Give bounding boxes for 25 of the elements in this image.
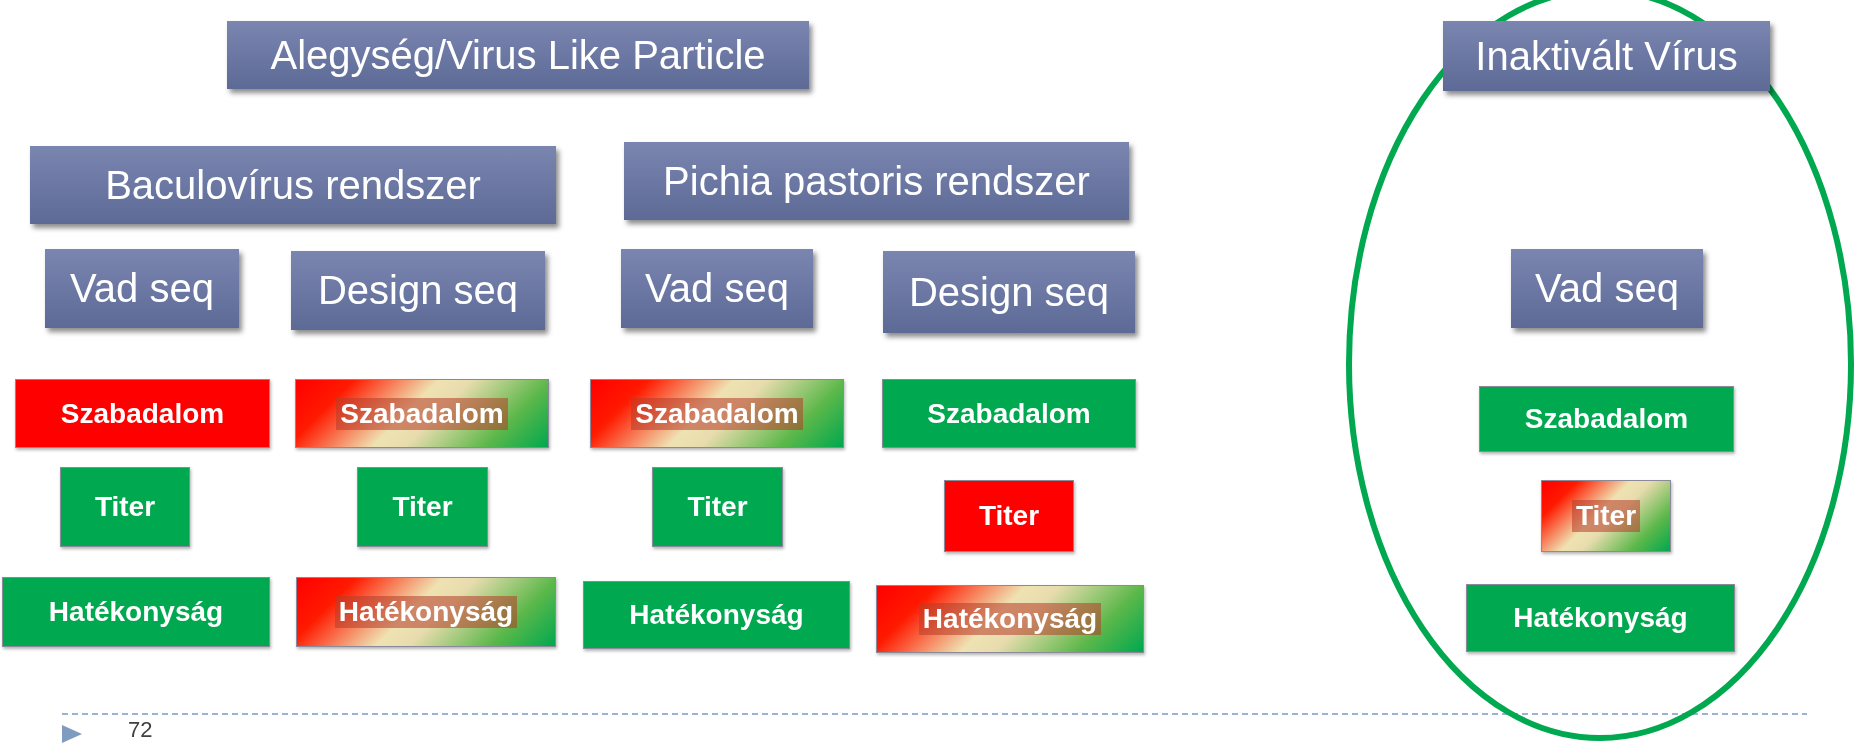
- status-box: Titer: [1541, 480, 1671, 552]
- status-box: Hatékonyság: [296, 577, 556, 647]
- status-box: Titer: [60, 467, 190, 547]
- status-box: Titer: [357, 467, 488, 547]
- status-box: Hatékonyság: [876, 585, 1144, 653]
- title-box: Vad seq: [45, 249, 239, 328]
- title-box: Alegység/Virus Like Particle: [227, 21, 809, 89]
- title-box: Inaktivált Vírus: [1443, 21, 1770, 91]
- status-box: Szabadalom: [590, 379, 844, 448]
- page-number: 72: [128, 718, 153, 742]
- status-box: Titer: [944, 480, 1074, 552]
- status-box: Szabadalom: [1479, 386, 1734, 452]
- status-box: Szabadalom: [882, 379, 1136, 448]
- title-box: Vad seq: [621, 249, 813, 328]
- status-box: Titer: [652, 467, 783, 547]
- title-box: Design seq: [291, 251, 545, 330]
- status-box: Szabadalom: [15, 379, 270, 448]
- title-box: Design seq: [883, 251, 1135, 333]
- status-box: Hatékonyság: [2, 577, 270, 647]
- status-box: Hatékonyság: [1466, 584, 1735, 652]
- status-box: Hatékonyság: [583, 581, 850, 649]
- title-box: Vad seq: [1511, 249, 1703, 328]
- title-box: Pichia pastoris rendszer: [624, 142, 1129, 220]
- status-box: Szabadalom: [295, 379, 549, 448]
- title-box: Baculovírus rendszer: [30, 146, 556, 224]
